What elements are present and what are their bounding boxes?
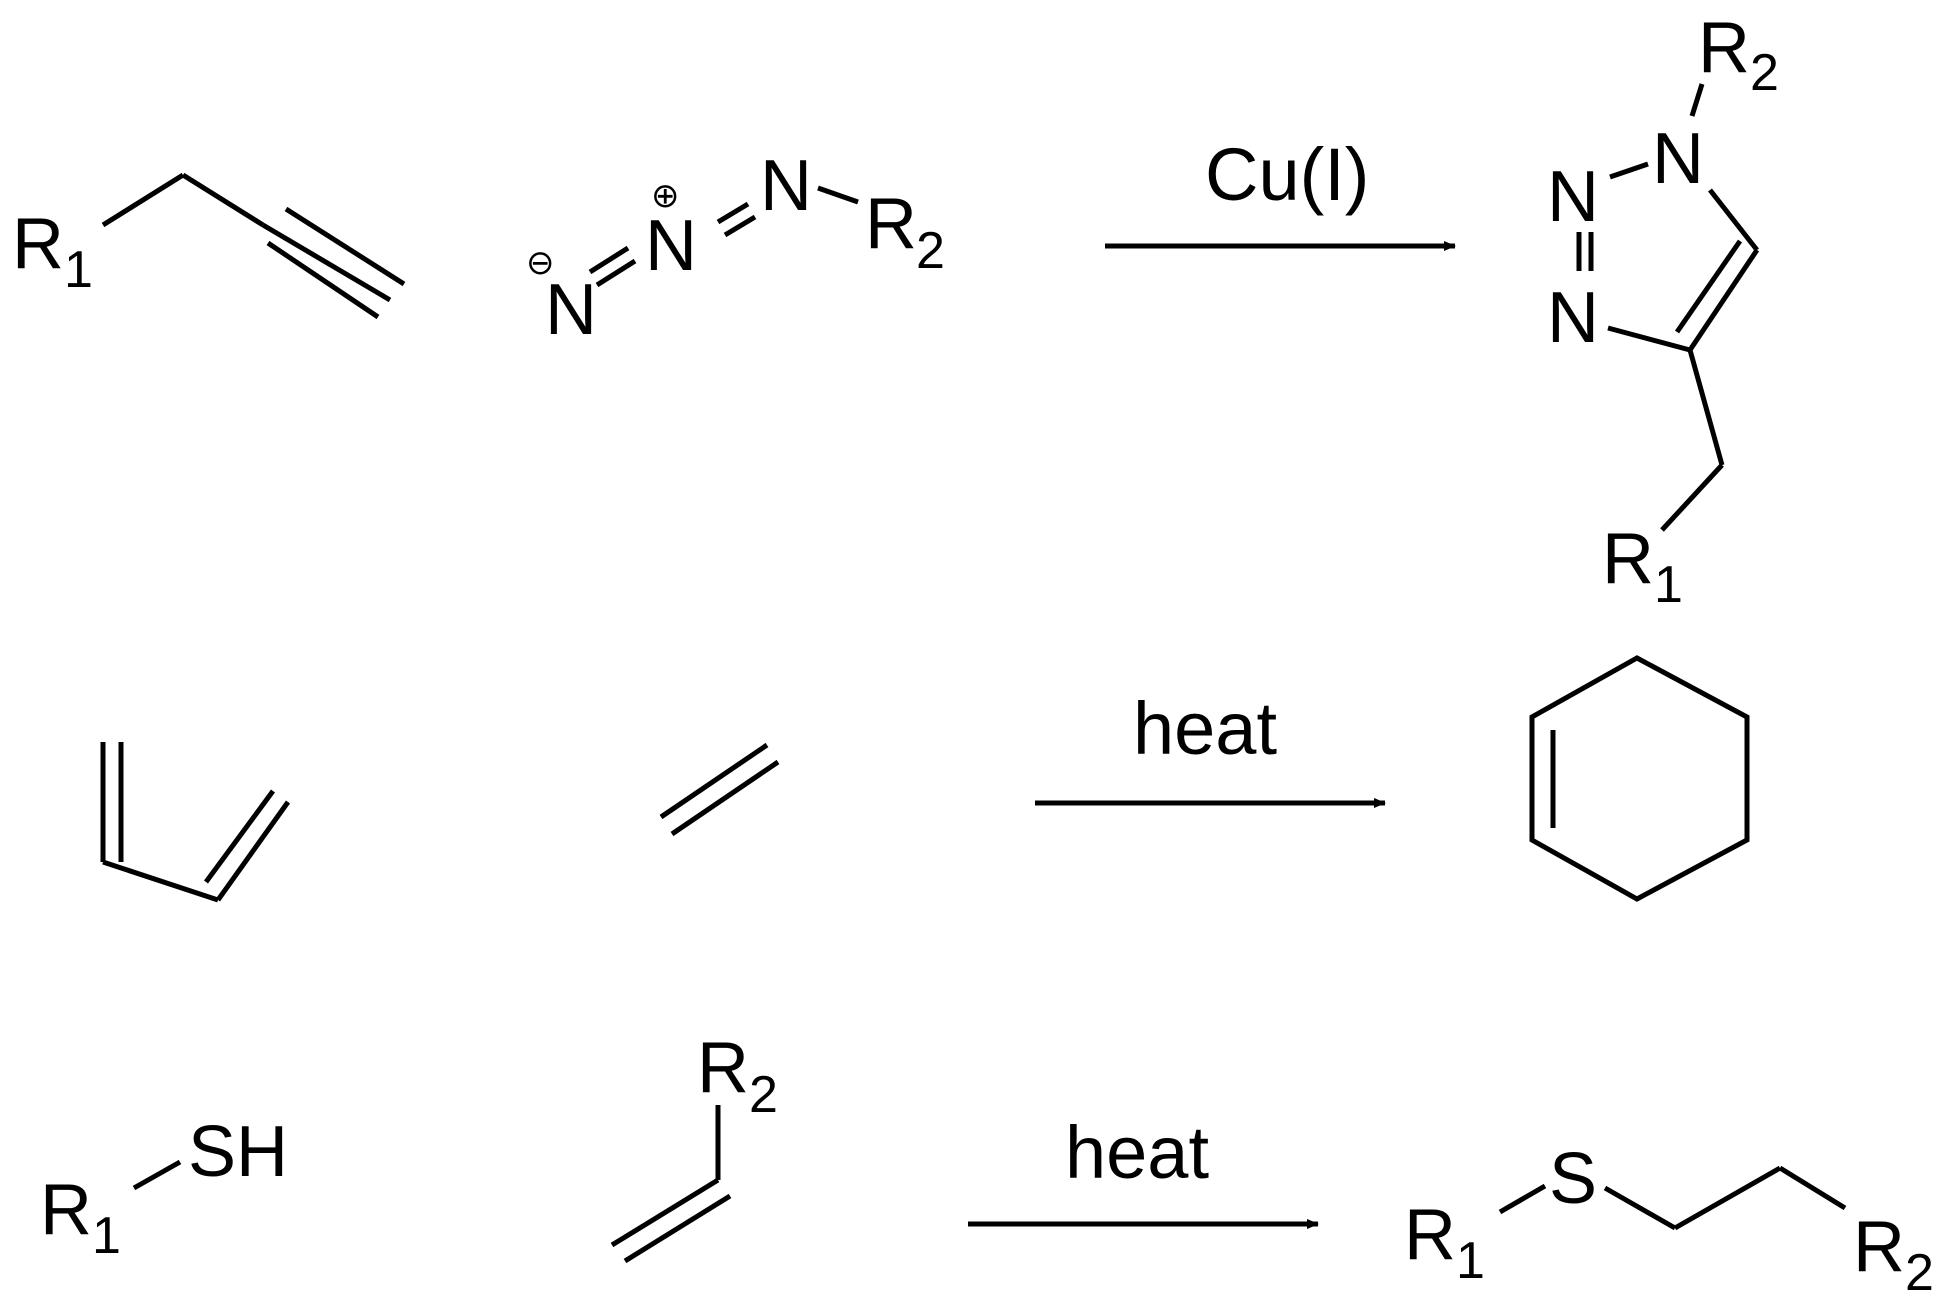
- r2-label: R: [865, 184, 917, 264]
- r2-subscript: 2: [916, 222, 945, 280]
- condition-heat-2: heat: [1065, 1111, 1209, 1194]
- triple-bond-line: [284, 206, 406, 287]
- thiol-r1-subscript: 1: [92, 1207, 121, 1265]
- propargyl-reactant: R 1: [12, 172, 406, 320]
- product-r1-label: R: [1602, 519, 1654, 599]
- double-bond-line: [723, 214, 757, 238]
- bond: [102, 859, 219, 903]
- bond: [181, 172, 265, 228]
- product-r1-label: R: [1404, 1195, 1456, 1275]
- bond: [1689, 83, 1705, 117]
- condition-heat-1: heat: [1133, 687, 1277, 770]
- thiol-sh: SH: [188, 1112, 288, 1192]
- azide-n2: N: [645, 206, 697, 286]
- azide-n1: N: [545, 270, 597, 350]
- bond: [101, 172, 185, 228]
- double-bond-line: [203, 789, 276, 884]
- product-r1-subscript: 1: [1456, 1232, 1485, 1290]
- double-bond-line: [670, 759, 780, 837]
- product-r2-subscript: 2: [1750, 44, 1779, 102]
- product-s: S: [1549, 1139, 1597, 1219]
- reaction-1-cuaac: R 1 ⊖ N ⊕ N N R 2 Cu(I): [12, 8, 1779, 614]
- plus-charge: ⊕: [651, 177, 680, 215]
- double-bond-line: [610, 1177, 720, 1248]
- condition-cu: Cu(I): [1205, 133, 1369, 216]
- bond: [817, 185, 859, 205]
- triazole-product: R 2 N N N R 1: [1547, 8, 1779, 614]
- triazole-n1: N: [1652, 119, 1704, 199]
- ethylene-reactant: [659, 742, 780, 837]
- thiol-reactant: R 1 SH: [40, 1112, 288, 1265]
- azide-n3: N: [760, 146, 812, 226]
- minus-charge: ⊖: [526, 244, 555, 282]
- bond: [1673, 1165, 1782, 1231]
- alkene-reactant: R 2: [610, 1028, 778, 1264]
- bond: [1609, 161, 1649, 180]
- double-bond-line: [588, 245, 630, 275]
- triazole-n3: N: [1547, 278, 1599, 358]
- bond: [1778, 1165, 1847, 1211]
- r1-subscript: 1: [64, 241, 93, 299]
- reaction-3-thiol-ene: R 1 SH R 2 heat R 1 S R 2: [40, 1028, 1934, 1301]
- product-r2-label: R: [1698, 8, 1750, 88]
- reaction-2-diels-alder: heat: [100, 655, 1750, 903]
- cyclohexene-ring: [1529, 655, 1750, 902]
- bond: [1687, 248, 1760, 352]
- double-bond-line: [716, 201, 750, 225]
- bond: [1660, 463, 1724, 532]
- cyclohexene-product: [1529, 655, 1750, 902]
- thiol-r1-label: R: [40, 1170, 92, 1250]
- double-bond-line: [1674, 239, 1743, 334]
- double-bond-line: [623, 1193, 732, 1264]
- bond: [1603, 1185, 1677, 1231]
- thioether-product: R 1 S R 2: [1404, 1139, 1934, 1301]
- butadiene-reactant: [100, 742, 291, 903]
- product-r2-label: R: [1853, 1207, 1905, 1287]
- product-r1-subscript: 1: [1654, 556, 1683, 614]
- triple-bond-line: [266, 240, 380, 320]
- bond: [1607, 325, 1691, 353]
- bond: [132, 1159, 182, 1191]
- product-r2-subscript: 2: [1905, 1244, 1934, 1301]
- bond: [1687, 349, 1725, 466]
- reaction-arrow-1: Cu(I): [1105, 133, 1456, 251]
- alkene-r2-label: R: [697, 1028, 749, 1108]
- alkene-r2-subscript: 2: [749, 1066, 778, 1124]
- bond: [1498, 1183, 1547, 1215]
- r1-label: R: [12, 204, 64, 284]
- double-bond-line: [595, 258, 637, 288]
- bond: [215, 800, 291, 902]
- triazole-n2: N: [1547, 157, 1599, 237]
- reaction-arrow-3: heat: [968, 1111, 1319, 1229]
- bond: [1708, 188, 1759, 252]
- triple-bond-line: [261, 222, 392, 303]
- double-bond-line: [659, 742, 769, 820]
- azide-reactant: ⊖ N ⊕ N N R 2: [526, 146, 945, 350]
- reaction-arrow-2: heat: [1035, 687, 1386, 808]
